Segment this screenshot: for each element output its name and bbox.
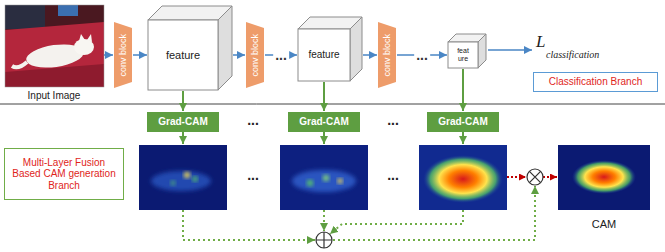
conv-block-shape [246, 22, 264, 88]
node-text: conv block [382, 34, 392, 77]
flow-arrow [323, 132, 325, 144]
edge-label: ... [414, 48, 430, 62]
photo-object [58, 5, 78, 16]
cam-heatmap [558, 145, 650, 210]
node-text: conv block [118, 34, 128, 77]
flow-connector [233, 54, 245, 56]
heatmap-spot [184, 172, 190, 178]
multiply-symbol [527, 169, 543, 185]
heatmap-shape [151, 171, 211, 191]
feature-cube: feature [298, 29, 350, 81]
ellipsis: ... [387, 168, 399, 183]
ellipsis: ... [247, 168, 259, 183]
flow-connector [363, 54, 377, 56]
node-text: feat ure [456, 47, 470, 63]
flow-arrow [104, 54, 113, 56]
node-text: Grad-CAM [299, 116, 348, 128]
multiply-circle [527, 169, 543, 185]
heatmap-spot [307, 180, 313, 186]
heatmap-spot [193, 177, 198, 182]
flow-arrow [182, 132, 184, 144]
sum-circle [316, 232, 332, 248]
feature-cube: feat ure [448, 42, 478, 68]
multiply-arrow [507, 176, 526, 178]
conv-block: conv block [246, 22, 264, 88]
heatmap-ground [280, 145, 368, 210]
cube-shape [148, 6, 232, 90]
conv-block-shape [378, 22, 396, 88]
heatmap-spot [338, 179, 343, 184]
input-photo [5, 5, 104, 87]
node-text: Multi-Layer Fusion Based CAM generation … [9, 157, 119, 192]
cube-side [350, 17, 362, 81]
multiply-cross [529, 171, 540, 182]
flow-connector [462, 69, 464, 111]
loss-symbol: L [536, 33, 545, 52]
grad-cam-box: Grad-CAM [288, 112, 360, 132]
node-text: feature [166, 49, 200, 62]
branch-box: Classification Branch [533, 72, 658, 92]
photo-shadow [5, 5, 45, 29]
cube-side [478, 34, 486, 68]
grad-cam-box: Grad-CAM [147, 112, 219, 132]
edge-label: ... [273, 48, 289, 62]
sum-cross [316, 232, 332, 248]
cube-side [218, 6, 232, 90]
ellipsis: ... [387, 113, 399, 128]
heatmap-ground [419, 145, 507, 210]
heatmap [139, 145, 227, 210]
cube-shape [298, 17, 362, 81]
feature-cube: feature [148, 20, 218, 90]
heatmap-spot [323, 175, 329, 181]
heatmap-ground [558, 145, 650, 210]
flow-connector [133, 54, 147, 56]
heatmap-blob [423, 155, 503, 203]
photo-ground [5, 5, 104, 87]
flow-arrow [488, 49, 532, 51]
conv-block-shape [114, 22, 132, 88]
branch-separator [0, 104, 665, 105]
sofa [5, 22, 104, 87]
conv-block: conv block [114, 22, 132, 88]
flow-arrow [462, 132, 464, 144]
flow-connector [323, 82, 325, 111]
node-text: Classification Branch [549, 76, 642, 88]
heatmap-shape [292, 170, 356, 192]
fusion-line [323, 210, 325, 231]
heatmap [280, 145, 368, 210]
fusion-line [330, 210, 463, 234]
fusion-line [183, 210, 315, 240]
node-text: feature [308, 49, 339, 61]
heatmap-ground [139, 145, 227, 210]
heatmap [419, 145, 507, 210]
fusion-line [333, 186, 535, 240]
cube-front [298, 29, 350, 81]
cat-tail [12, 62, 27, 67]
ellipsis: ... [247, 113, 259, 128]
cube-front [148, 20, 218, 90]
cat-ears [79, 34, 92, 42]
cube-front [448, 42, 478, 68]
heatmap-spot [171, 181, 175, 185]
image-caption: Input Image [28, 90, 81, 101]
photo-frame [5, 5, 104, 87]
branch-box: Multi-Layer Fusion Based CAM generation … [4, 148, 124, 200]
conv-block: conv block [378, 22, 396, 88]
loss-subscript: classification [546, 49, 599, 60]
flow-connector [182, 91, 184, 111]
sum-symbol [316, 232, 332, 248]
multiply-arrow [543, 176, 557, 178]
grad-cam-box: Grad-CAM [427, 112, 499, 132]
node-text: Grad-CAM [158, 116, 207, 128]
node-text: Grad-CAM [438, 116, 487, 128]
heatmap-blob [572, 160, 636, 194]
output-caption: CAM [592, 218, 616, 230]
node-text: conv block [250, 34, 260, 77]
